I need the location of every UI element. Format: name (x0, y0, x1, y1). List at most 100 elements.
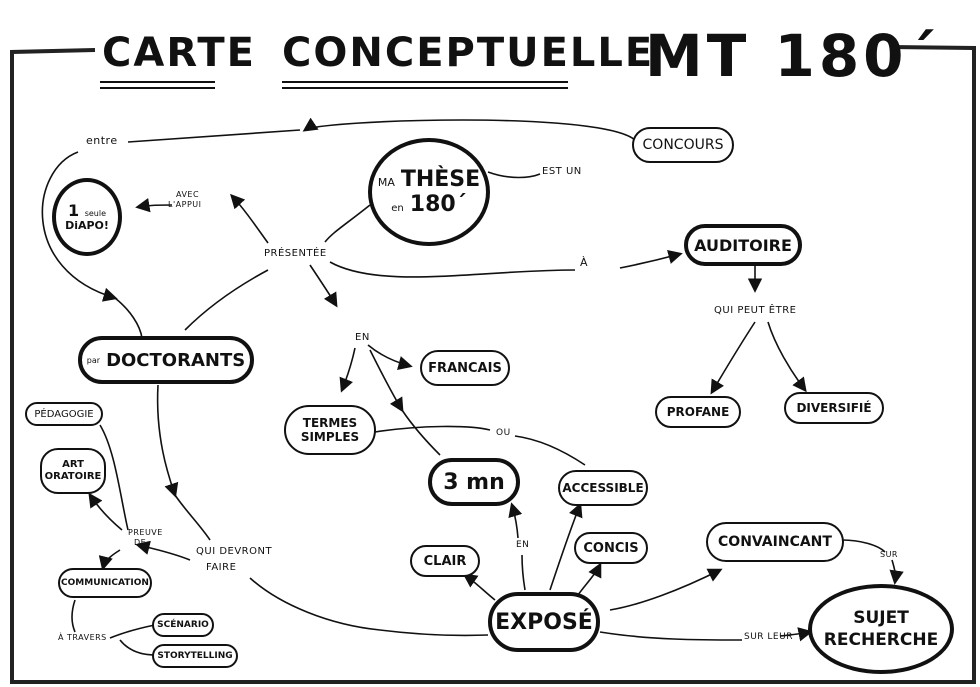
link-qui-devront-faire: QUI DEVRONT FAIRE (196, 544, 272, 576)
connector (119, 639, 156, 656)
title-mt180: MT 180´ (645, 22, 941, 90)
de-label: DE (134, 538, 147, 548)
connector (889, 559, 904, 585)
page-frame (10, 45, 976, 684)
node-accessible: ACCESSIBLE (558, 470, 648, 506)
connector (508, 502, 523, 539)
link-entre: entre (86, 134, 118, 147)
title-conceptuelle: CONCEPTUELLE (282, 30, 655, 76)
node-termes-simples: TERMES SIMPLES (284, 405, 376, 455)
node-concours: CONCOURS (632, 127, 734, 163)
faire-label: FAIRE (206, 562, 237, 573)
link-a: À (580, 256, 589, 269)
link-ou: OU (496, 428, 511, 438)
connector (521, 554, 526, 591)
connector (114, 297, 143, 339)
link-avec-appui: AVEC L'APPUI (168, 190, 202, 211)
connector (487, 171, 541, 179)
en-label: en (391, 203, 404, 214)
these-label: THÈSE (400, 167, 481, 192)
recherche-label: RECHERCHE (823, 630, 939, 650)
link-preuve-de: PREUVE DE (128, 528, 163, 549)
seule-label: seule (84, 208, 107, 218)
simples-label: SIMPLES (300, 430, 360, 444)
link-a-travers: À TRAVERS (58, 633, 107, 642)
node-expose: EXPOSÉ (488, 592, 600, 652)
art-label: ART (62, 459, 84, 470)
link-qui-peut-etre: QUI PEUT ÊTRE (714, 305, 797, 316)
preuve-label: PREUVE (128, 528, 163, 537)
link-en-2: EN (516, 540, 530, 550)
node-clair: CLAIR (410, 545, 480, 577)
sujet-label: SUJET (853, 607, 909, 628)
connector (109, 624, 156, 639)
link-presentee: PRÉSENTÉE (264, 248, 327, 259)
connector (230, 193, 269, 244)
connector (99, 424, 129, 531)
qui-devront-label: QUI DEVRONT (196, 546, 273, 557)
node-doctorants: par DOCTORANTS (78, 336, 254, 384)
connector (41, 151, 118, 302)
connector (549, 502, 583, 591)
node-francais: FRANCAIS (420, 350, 510, 386)
node-diversifie: DIVERSIFIÉ (784, 392, 884, 424)
une-label: 1 (67, 200, 80, 220)
node-auditoire: AUDITOIRE (684, 224, 802, 266)
connector (514, 435, 586, 466)
connector (174, 494, 211, 541)
connector (302, 117, 636, 141)
diapo-label: DiAPO! (65, 218, 109, 232)
connector (339, 347, 356, 393)
node-3mn: 3 mn (428, 458, 520, 506)
par-label: par (86, 355, 101, 365)
node-convaincant: CONVAINCANT (706, 522, 844, 562)
connector (401, 409, 441, 456)
node-communication: COMMUNICATION (58, 568, 152, 598)
connector (324, 204, 371, 243)
link-en-1: EN (355, 332, 370, 343)
link-est-un: EST UN (542, 166, 582, 177)
ma-label: MA (377, 176, 395, 189)
connector (779, 627, 813, 642)
connector (249, 577, 489, 637)
connector (609, 568, 723, 611)
node-pedagogie: PÉDAGOGIE (25, 402, 103, 426)
oratoire-label: ORATOIRE (44, 471, 102, 482)
connector (577, 562, 602, 596)
connector (374, 425, 491, 433)
connector (98, 549, 121, 571)
connector (367, 344, 413, 370)
connector (184, 269, 269, 331)
node-art-oratoire: ART ORATOIRE (40, 448, 106, 494)
node-sujet-recherche: SUJET RECHERCHE (808, 584, 954, 674)
connector (309, 264, 338, 308)
title-carte: CARTE (102, 30, 256, 76)
doctorants-label: DOCTORANTS (106, 349, 246, 371)
node-scenario: SCÉNARIO (152, 613, 214, 637)
connector (599, 631, 743, 641)
connector (462, 573, 496, 601)
connector (767, 321, 807, 393)
appui-label: L'APPUI (168, 200, 202, 210)
avec-label: AVEC (176, 190, 200, 199)
connector (156, 384, 179, 498)
connector (710, 321, 756, 395)
connector (135, 198, 173, 213)
link-sur: SUR (880, 550, 898, 559)
node-une-seule-diapo: 1 seule DiAPO! (52, 178, 122, 256)
connector (88, 492, 123, 531)
termes-label: TERMES (302, 415, 358, 430)
connector (841, 539, 886, 553)
node-ma-these-180: MA THÈSE en 180´ (368, 138, 490, 246)
180-label: 180´ (409, 192, 467, 217)
connector (329, 261, 576, 278)
connector (619, 250, 683, 269)
connector (369, 349, 404, 413)
node-concis: CONCIS (574, 532, 648, 564)
node-profane: PROFANE (655, 396, 741, 428)
connector (71, 599, 76, 633)
link-sur-leur: SUR LEUR (744, 632, 793, 642)
node-storytelling: STORYTELLING (152, 644, 238, 668)
connector (127, 129, 301, 143)
